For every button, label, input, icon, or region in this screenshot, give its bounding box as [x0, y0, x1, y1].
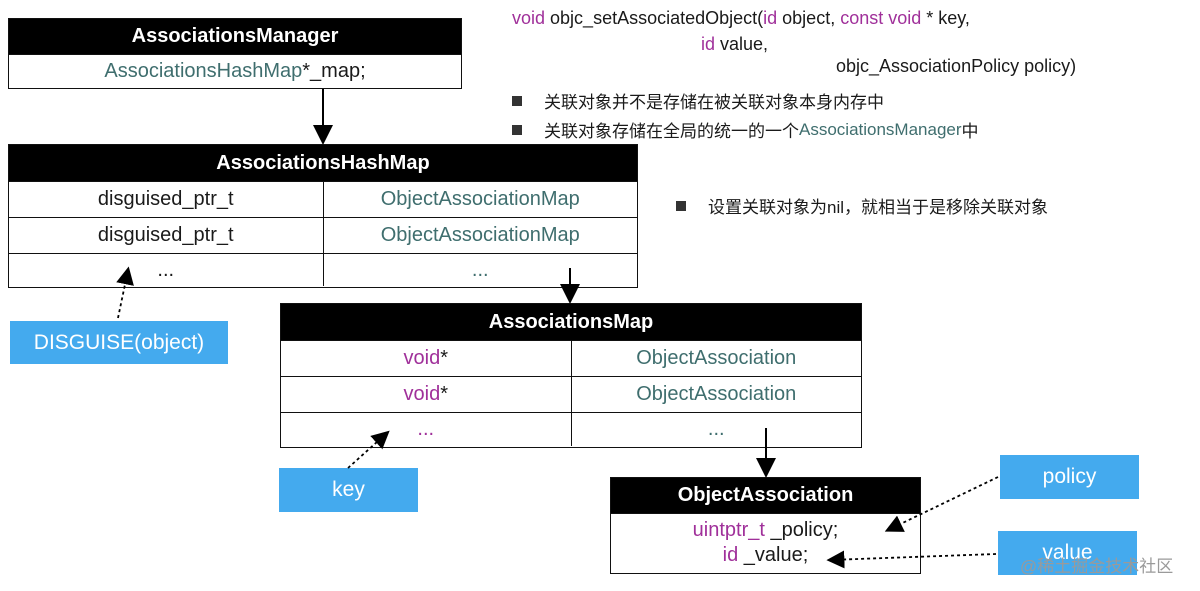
- value-field-name: _value;: [738, 544, 809, 566]
- assocmap-key: void *: [281, 341, 571, 376]
- map-field-name: *_map;: [302, 59, 366, 82]
- table-row: void * ObjectAssociation: [281, 376, 861, 412]
- map-field: AssociationsHashMap *_map;: [9, 55, 461, 87]
- param-key: * key,: [921, 8, 970, 28]
- hashmap-value: ObjectAssociationMap: [322, 218, 638, 253]
- arrow-value-to-field: [826, 550, 997, 569]
- keyword-id: id: [763, 8, 778, 28]
- bullet-square-icon: [676, 200, 686, 211]
- assocmap-key: void *: [281, 377, 571, 412]
- assocmap-key-rest: ...: [417, 418, 435, 440]
- keyword-void: void: [512, 8, 546, 28]
- keyword-const-void: const void: [840, 8, 922, 28]
- assocmap-key-rest: *: [440, 347, 448, 369]
- hashmap-key: disguised_ptr_t: [97, 188, 234, 210]
- hashmap-value-ellipsis: ...: [322, 254, 638, 286]
- bullet-1-text: 关联对象并不是存储在被关联对象本身内存中: [544, 93, 884, 112]
- associations-hashmap-title: AssociationsHashMap: [9, 145, 637, 181]
- associations-hashmap-box: AssociationsHashMap disguised_ptr_t Obje…: [8, 144, 638, 288]
- bullet-1: 关联对象并不是存储在被关联对象本身内存中: [512, 88, 884, 113]
- hashmap-value: ObjectAssociationMap: [322, 182, 638, 217]
- assocmap-key-kw: void: [403, 347, 441, 369]
- table-row: disguised_ptr_t ObjectAssociationMap: [9, 181, 637, 217]
- assocmap-value: ObjectAssociation: [570, 341, 862, 376]
- value-field: id _value;: [611, 543, 920, 568]
- object-association-fields: uintptr_t _policy; id _value;: [611, 513, 920, 572]
- policy-field-type: uintptr_t: [692, 519, 765, 541]
- associations-manager-box: AssociationsManager AssociationsHashMap …: [8, 18, 462, 89]
- bullet-2-suffix: 中: [961, 122, 979, 141]
- associations-manager-field: AssociationsHashMap *_map;: [9, 54, 461, 87]
- hashmap-key-ellipsis: ...: [157, 258, 175, 281]
- param-object: object,: [777, 8, 841, 28]
- bullet-2-highlight: AssociationsManager: [799, 119, 962, 139]
- function-signature-line-1: void objc_setAssociatedObject(id object,…: [512, 8, 970, 29]
- associations-map-title: AssociationsMap: [281, 304, 861, 340]
- assocmap-key-rest: *: [440, 383, 448, 405]
- bullet-3-text: 设置关联对象为nil，就相当于是移除关联对象: [708, 198, 1049, 217]
- arrow-disguise-to-key: [116, 266, 134, 319]
- function-signature-line-3: objc_AssociationPolicy policy): [836, 56, 1076, 77]
- arrow-policy-to-field: [884, 476, 999, 532]
- param-value: value,: [715, 34, 769, 54]
- watermark: @稀土掘金技术社区: [1020, 557, 1174, 576]
- bullet-3: 设置关联对象为nil，就相当于是移除关联对象: [676, 193, 1048, 218]
- table-row: ... ...: [9, 253, 637, 286]
- assocmap-key-kw: void: [403, 383, 441, 405]
- assocmap-value: ObjectAssociation: [570, 377, 862, 412]
- object-association-title: ObjectAssociation: [611, 478, 920, 513]
- associations-map-box: AssociationsMap void * ObjectAssociation…: [280, 303, 862, 448]
- keyword-id: id: [701, 34, 716, 54]
- table-row: ... ...: [281, 412, 861, 446]
- assocmap-key-ellipsis: ...: [281, 413, 571, 446]
- hashmap-key: disguised_ptr_t: [97, 224, 234, 246]
- value-field-type: id: [722, 544, 739, 566]
- bullet-2-prefix: 关联对象存储在全局的统一的一个: [544, 122, 799, 141]
- assocmap-value-ellipsis: ...: [570, 413, 862, 446]
- arrow-key-to-void: [347, 430, 390, 469]
- bullet-square-icon: [512, 124, 522, 135]
- value-tag: value: [998, 531, 1137, 575]
- key-tag: key: [279, 468, 418, 512]
- table-row: disguised_ptr_t ObjectAssociationMap: [9, 217, 637, 253]
- bullet-square-icon: [512, 95, 522, 106]
- disguise-object-tag: DISGUISE(object): [10, 321, 228, 364]
- function-signature-line-2: id value,: [701, 34, 768, 55]
- policy-tag: policy: [1000, 455, 1139, 499]
- table-row: void * ObjectAssociation: [281, 340, 861, 376]
- param-policy: objc_AssociationPolicy policy): [836, 56, 1077, 76]
- function-name: objc_setAssociatedObject(: [545, 8, 764, 28]
- associations-manager-title: AssociationsManager: [9, 19, 461, 54]
- policy-field: uintptr_t _policy;: [611, 518, 920, 543]
- map-field-type: AssociationsHashMap: [104, 59, 303, 82]
- policy-field-name: _policy;: [764, 519, 839, 541]
